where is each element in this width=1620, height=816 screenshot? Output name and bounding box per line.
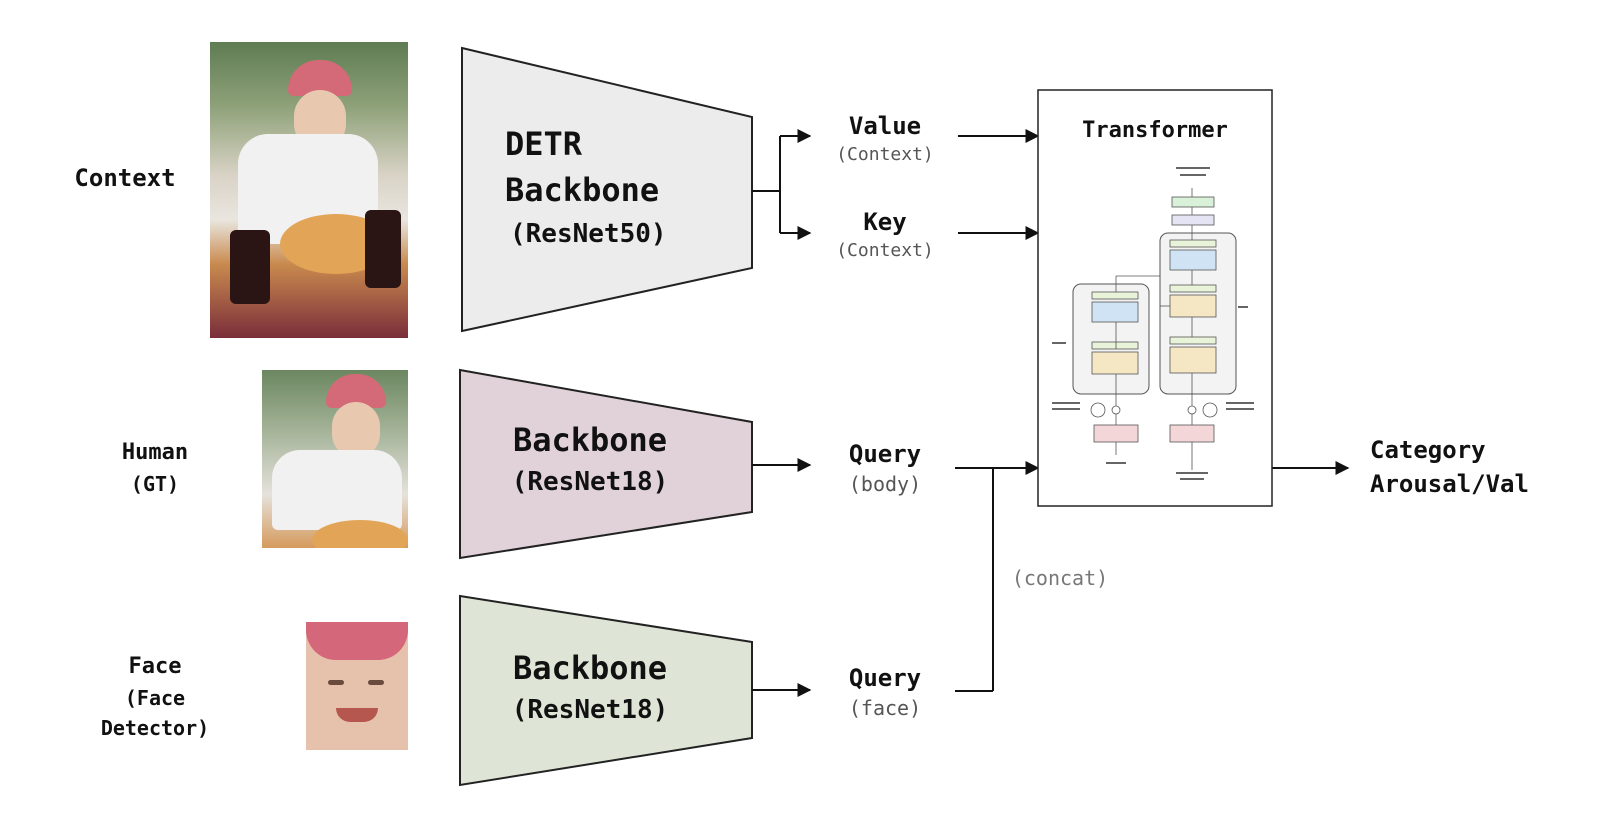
query-face-sub-label: (face) bbox=[848, 696, 922, 720]
face-backbone-shape bbox=[459, 594, 753, 787]
dec-add-norm-1 bbox=[1169, 336, 1217, 345]
face-backbone-line-2: (ResNet18) bbox=[511, 695, 669, 725]
face-backbone-line-1: Backbone bbox=[512, 649, 668, 687]
dec-positional-encoding-icon bbox=[1202, 402, 1218, 418]
human-gt-label: (GT) bbox=[130, 472, 180, 496]
detr-backbone-line-2: Backbone bbox=[505, 171, 660, 209]
dec-add-norm-2 bbox=[1169, 284, 1217, 293]
body-backbone-line-1: Backbone bbox=[512, 421, 668, 459]
body-backbone-line-2: (ResNet18) bbox=[511, 467, 669, 497]
output-category-label: Category bbox=[1370, 436, 1486, 464]
detr-backbone-line-1: DETR bbox=[505, 125, 583, 163]
softmax-block bbox=[1171, 196, 1215, 208]
face-photo bbox=[306, 622, 408, 750]
enc-attention bbox=[1091, 351, 1139, 375]
human-photo bbox=[262, 370, 408, 548]
transformer-schematic bbox=[1052, 167, 1254, 480]
enc-feed-forward bbox=[1091, 301, 1139, 323]
value-sub-label: (Context) bbox=[836, 144, 934, 165]
context-photo bbox=[210, 42, 408, 338]
transformer-title: Transformer bbox=[1082, 118, 1228, 143]
query-body-sub-label: (body) bbox=[848, 472, 922, 496]
encoder-stack bbox=[1072, 283, 1150, 395]
face-detector-label-1: (Face bbox=[124, 686, 186, 710]
dec-add-norm-3 bbox=[1169, 239, 1217, 248]
concat-label: (concat) bbox=[1011, 566, 1109, 590]
dec-masked-attention bbox=[1169, 346, 1217, 374]
query-concat-arrows bbox=[955, 461, 1040, 692]
input-embedding-block bbox=[1093, 424, 1139, 443]
enc-add-norm-2 bbox=[1091, 291, 1139, 300]
output-arousal-label: Arousal/Val bbox=[1370, 470, 1529, 498]
enc-add-norm-1 bbox=[1091, 341, 1139, 350]
query-body-label: Query bbox=[848, 440, 922, 468]
linear-block bbox=[1171, 214, 1215, 226]
human-label: Human bbox=[121, 440, 189, 465]
query-face-label: Query bbox=[848, 664, 922, 692]
face-detector-label-2: Detector) bbox=[100, 716, 210, 740]
enc-positional-encoding-icon bbox=[1090, 402, 1106, 418]
detr-split-arrows bbox=[752, 129, 812, 240]
context-label: Context bbox=[74, 164, 176, 192]
dec-feed-forward bbox=[1169, 249, 1217, 271]
enc-add-icon bbox=[1111, 405, 1121, 415]
detr-backbone-line-3: (ResNet50) bbox=[510, 219, 667, 249]
dec-add-icon bbox=[1187, 405, 1197, 415]
value-label: Value bbox=[848, 112, 922, 140]
face-label: Face bbox=[128, 654, 182, 679]
output-embedding-block bbox=[1169, 424, 1215, 443]
detr-backbone-shape bbox=[461, 46, 753, 333]
key-label: Key bbox=[863, 208, 907, 236]
dec-attention bbox=[1169, 294, 1217, 318]
key-sub-label: (Context) bbox=[836, 240, 934, 261]
body-backbone-shape bbox=[459, 368, 753, 560]
